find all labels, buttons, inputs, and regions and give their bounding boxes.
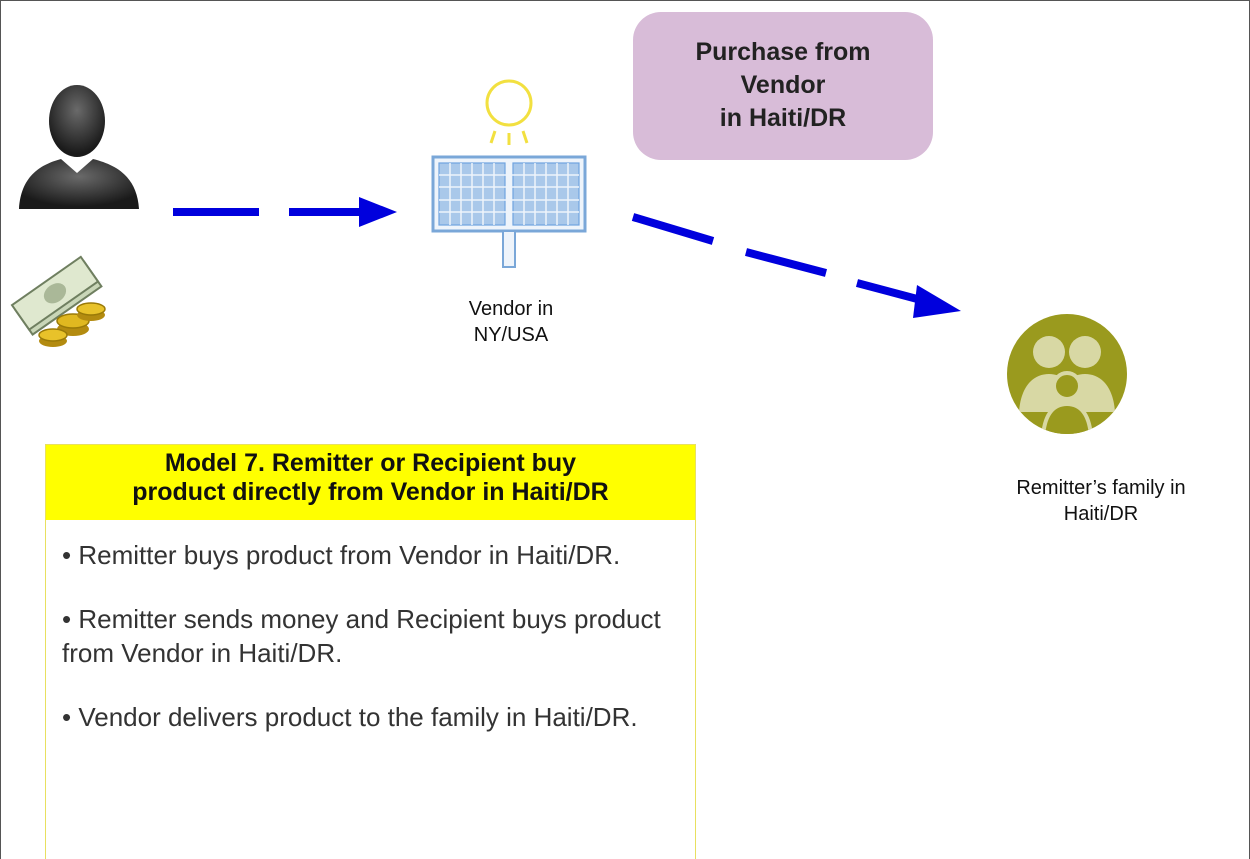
bullet-item: • Remitter sends money and Recipient buy… [62,604,661,668]
person-silhouette-icon [19,85,139,209]
purchase-box-line-3: in Haiti/DR [719,104,847,132]
vendor-label-line-2: NY/USA [473,324,549,346]
bullet-item: • Remitter buys product from Vendor in H… [62,540,621,570]
family-haiti-label: Remitter’s family in Haiti/DR [986,475,1216,527]
purchase-box-line-2: Vendor [740,71,826,99]
model-title-line-2: product directly from Vendor in Haiti/DR [132,478,609,506]
bullet-item: • Vendor delivers product to the family … [62,702,638,732]
purchase-box-line-1: Purchase from [695,38,871,66]
arrow-remitter-to-vendor [173,197,397,227]
arrow-vendor-to-family [631,213,961,318]
model-7-box: Model 7. Remitter or Recipient buy produ… [45,444,696,859]
model-title-line-1: Model 7. Remitter or Recipient buy [164,449,577,477]
money-stack-icon [10,255,106,347]
purchase-from-vendor-box: Purchase from Vendor in Haiti/DR [633,12,933,160]
vendor-ny-label: Vendor in NY/USA [421,296,601,348]
vendor-label-line-1: Vendor in [468,298,554,320]
family-group-icon [1007,314,1127,434]
solar-panel-icon [431,79,587,268]
family-label-line-2: Haiti/DR [1063,503,1139,525]
model-7-bullets: • Remitter buys product from Vendor in H… [46,520,695,734]
model-7-title: Model 7. Remitter or Recipient buy produ… [46,445,695,520]
family-label-line-1: Remitter’s family in [1016,477,1186,499]
